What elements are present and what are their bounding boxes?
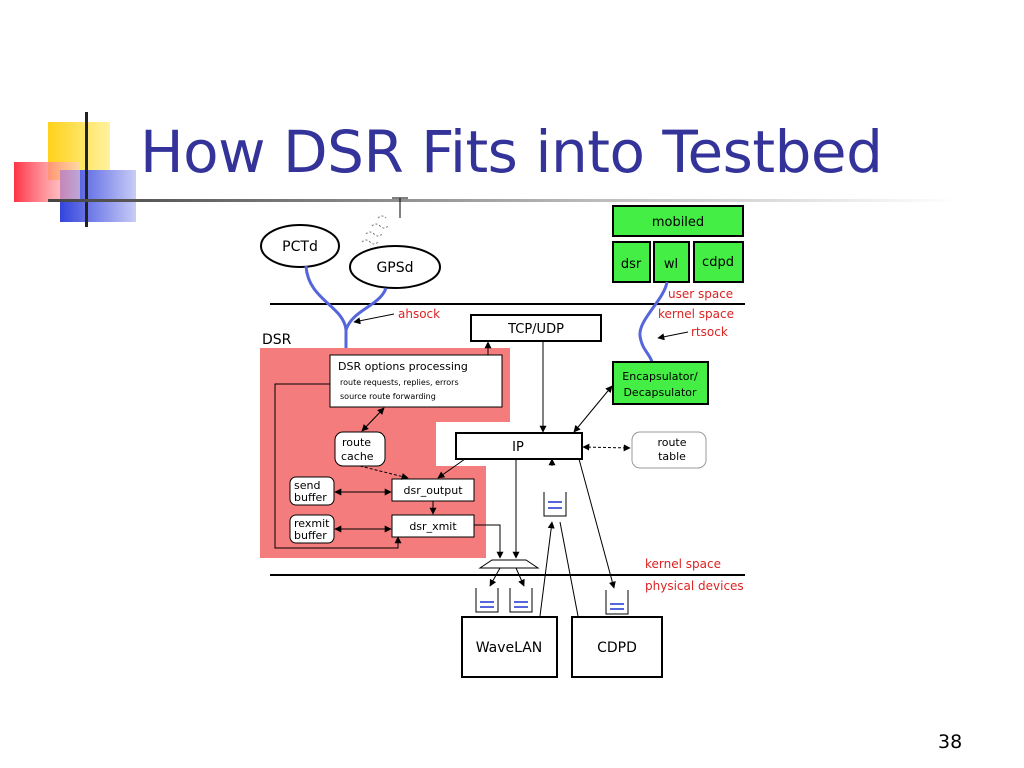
splitter-shape <box>478 559 540 569</box>
mobiled-label: mobiled <box>652 215 704 230</box>
cdpd-device-label: CDPD <box>597 640 637 656</box>
send-buffer-label-1: send <box>294 479 320 492</box>
options-processing-line1: route requests, replies, errors <box>340 378 459 387</box>
kernel-space-bottom-label: kernel space <box>645 557 721 571</box>
pctd-label: PCTd <box>282 239 318 255</box>
ahsock-lines <box>304 265 388 348</box>
mobiled-wl-box <box>653 241 690 283</box>
encapsulator-label-1: Encapsulator/ <box>622 370 698 383</box>
route-table-label-2: table <box>658 450 686 463</box>
mobiled-cdpd-label: cdpd <box>702 255 734 270</box>
rtsock-line <box>638 281 669 363</box>
route-cache-label-2: cache <box>341 450 374 463</box>
rexmit-buffer-box <box>289 514 335 544</box>
dsr-xmit-box <box>391 514 475 538</box>
gpsd-daemon <box>349 245 441 289</box>
dsr-output-label: dsr_output <box>403 484 463 497</box>
tcp-udp-label: TCP/UDP <box>507 322 564 337</box>
mobiled-box <box>612 205 744 237</box>
send-buffer-box <box>289 476 335 506</box>
physical-devices-label: physical devices <box>645 579 744 593</box>
dsr-xmit-label: dsr_xmit <box>409 520 457 533</box>
queue-icon <box>475 588 499 613</box>
rtsock-label: rtsock <box>691 325 728 339</box>
horizontal-rule <box>48 199 958 202</box>
send-buffer-label-2: buffer <box>294 491 327 504</box>
rexmit-buffer-label-1: rexmit <box>294 517 330 530</box>
route-table-box <box>631 431 707 469</box>
pctd-daemon <box>260 224 340 268</box>
slide-title: How DSR Fits into Testbed <box>140 118 883 186</box>
antenna-icon <box>361 197 408 245</box>
ahsock-label: ahsock <box>398 307 440 321</box>
slide-number: 38 <box>938 731 963 753</box>
diagram-arrows <box>334 341 631 617</box>
ip-label: IP <box>512 440 524 455</box>
user-space-label: user space <box>668 287 733 301</box>
options-processing-title: DSR options processing <box>338 360 468 373</box>
mobiled-dsr-label: dsr <box>621 257 642 272</box>
mobiled-dsr-box <box>612 241 651 283</box>
options-processing-box <box>329 354 503 408</box>
encapsulator-box <box>612 361 709 405</box>
dsr-region-label: DSR <box>262 332 292 348</box>
options-processing-line2: source route forwarding <box>340 392 436 401</box>
queue-icon <box>543 492 567 517</box>
route-cache-label-1: route <box>342 436 371 449</box>
mobiled-cdpd-box <box>693 241 744 283</box>
cdpd-device-box <box>571 616 663 678</box>
queue-icon <box>605 590 629 615</box>
tcp-udp-box <box>470 314 602 342</box>
mobiled-wl-label: wl <box>664 257 678 272</box>
rexmit-buffer-label-2: buffer <box>294 529 327 542</box>
dsr-inner-loop <box>274 383 402 549</box>
vertical-rule <box>85 112 88 227</box>
route-table-label-1: route <box>657 436 686 449</box>
kernel-space-top-label: kernel space <box>658 307 734 321</box>
ip-box <box>455 432 583 460</box>
wavelan-device-box <box>461 616 558 678</box>
wavelan-device-label: WaveLAN <box>476 640 543 656</box>
encapsulator-label-2: Decapsulator <box>623 386 697 399</box>
red-square <box>14 162 80 202</box>
queue-icon <box>509 588 533 613</box>
gpsd-label: GPSd <box>376 260 413 276</box>
